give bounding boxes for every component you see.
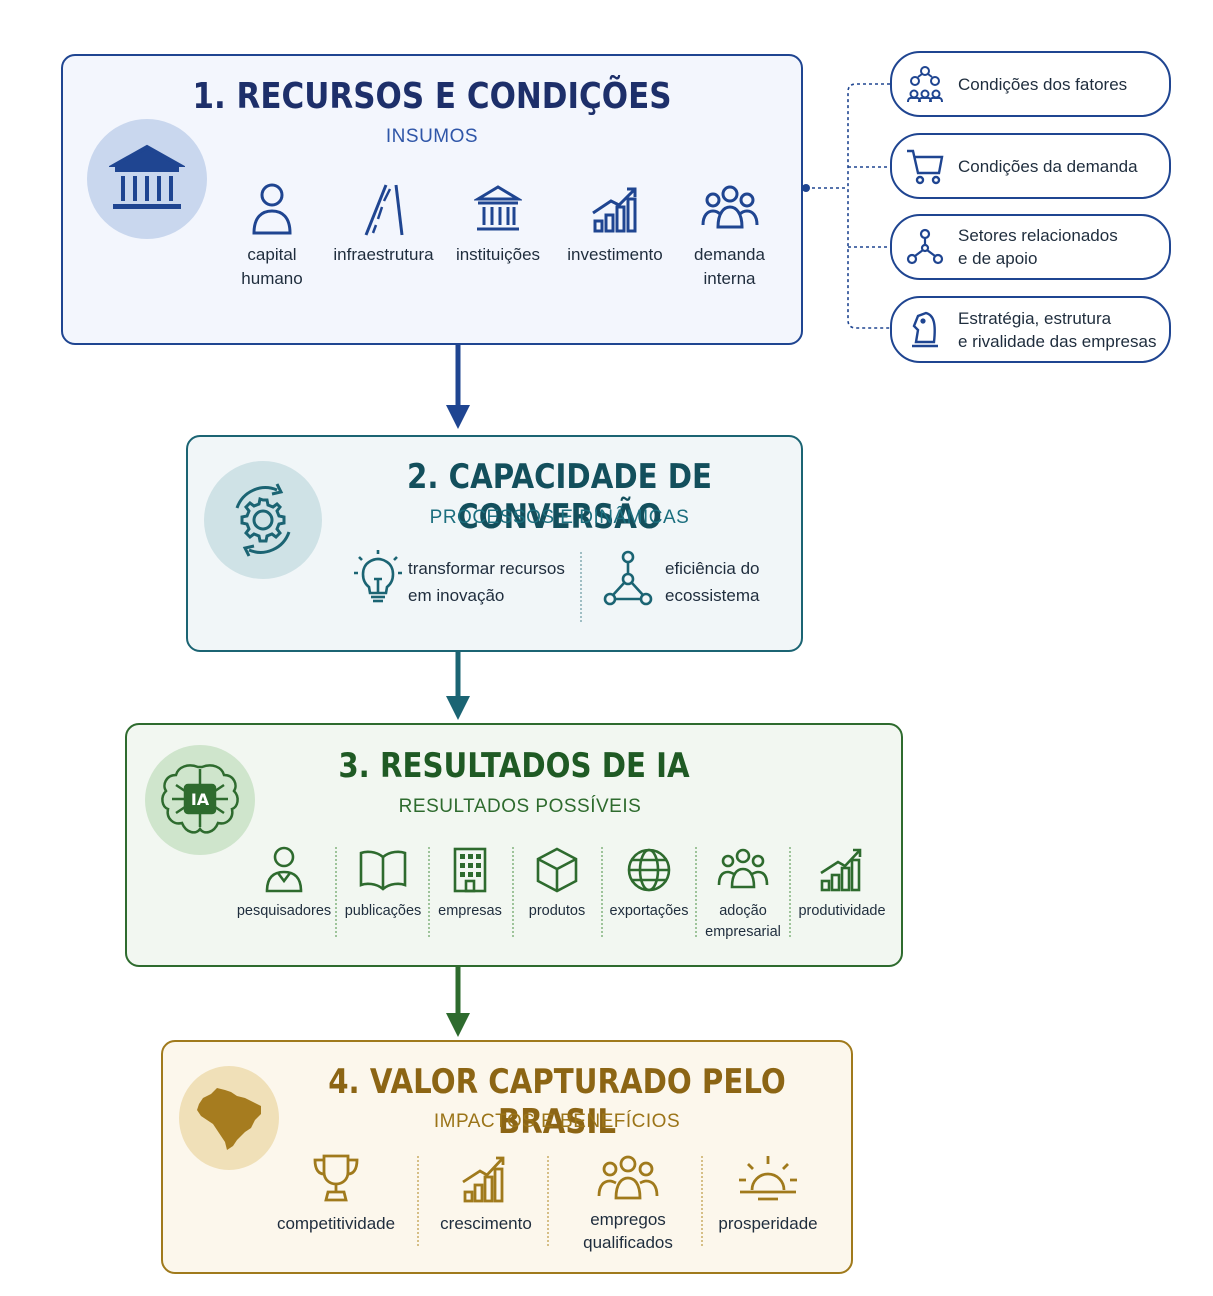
growth-chart-icon bbox=[791, 845, 893, 895]
item-investimento: investimento bbox=[560, 181, 670, 267]
people-network-icon bbox=[892, 65, 958, 103]
item-label: prosperidade bbox=[718, 1214, 818, 1233]
separator bbox=[580, 552, 582, 622]
item-pesquisadores: pesquisadores bbox=[235, 845, 333, 922]
trophy-icon bbox=[271, 1152, 401, 1206]
value-box: 4. VALOR CAPTURADO PELO BRASIL IMPACTOS … bbox=[161, 1040, 853, 1274]
condition-setores: Setores relacionados e de apoio bbox=[890, 214, 1171, 280]
item-label: exportações bbox=[609, 903, 689, 919]
item-infraestrutura: infraestrutura bbox=[326, 181, 441, 267]
item-label: empregos qualificados bbox=[583, 1210, 673, 1252]
separator bbox=[547, 1156, 549, 1246]
item-label: empresas bbox=[438, 903, 502, 919]
sunrise-icon bbox=[711, 1152, 825, 1206]
separator bbox=[428, 847, 430, 937]
item-label: adoção empresarial bbox=[705, 903, 781, 940]
condition-label: Setores relacionados e de apoio bbox=[958, 226, 1118, 268]
condition-label: Condições da demanda bbox=[958, 156, 1138, 176]
condition-fatores: Condições dos fatores bbox=[890, 51, 1171, 117]
item-empregos: empregos qualificados bbox=[568, 1152, 688, 1254]
institution-icon bbox=[443, 181, 553, 237]
growth-chart-icon bbox=[431, 1152, 541, 1206]
item-prosperidade: prosperidade bbox=[711, 1152, 825, 1236]
conversion-title: 2. CAPACIDADE DE CONVERSÃO bbox=[406, 457, 713, 537]
person-icon bbox=[235, 845, 333, 895]
item-label: publicações bbox=[344, 903, 422, 919]
arrow-2-to-3 bbox=[446, 652, 470, 720]
item-capital-humano: capital humano bbox=[222, 181, 322, 291]
chess-knight-icon bbox=[892, 310, 958, 350]
gear-cycle-icon bbox=[204, 461, 322, 579]
item-label: produtos bbox=[528, 903, 586, 919]
item-label: competitividade bbox=[276, 1214, 396, 1233]
person-icon bbox=[222, 181, 322, 237]
item-exportacoes: exportações bbox=[603, 845, 695, 922]
ai-brain-icon: IA bbox=[145, 745, 255, 855]
separator bbox=[695, 847, 697, 937]
condition-label: Condições dos fatores bbox=[958, 74, 1128, 94]
people-group-icon bbox=[697, 845, 789, 895]
arrow-3-to-4 bbox=[446, 967, 470, 1037]
conversion-box: 2. CAPACIDADE DE CONVERSÃO PROCESSOS E D… bbox=[186, 435, 803, 652]
conditions-connector bbox=[802, 83, 890, 329]
network-nodes-icon bbox=[603, 549, 665, 609]
value-title: 4. VALOR CAPTURADO PELO BRASIL bbox=[328, 1062, 786, 1142]
separator bbox=[601, 847, 603, 937]
results-title: 3. RESULTADOS DE IA bbox=[338, 746, 690, 786]
item-instituicoes: instituições bbox=[443, 181, 553, 267]
book-icon bbox=[339, 845, 427, 895]
network-nodes-icon bbox=[892, 228, 958, 266]
item-label: eficiência do ecossistema bbox=[665, 559, 760, 605]
separator bbox=[512, 847, 514, 937]
item-produtividade: produtividade bbox=[791, 845, 893, 922]
separator bbox=[335, 847, 337, 937]
item-label: infraestrutura bbox=[333, 245, 434, 264]
globe-icon bbox=[603, 845, 695, 895]
road-icon bbox=[326, 181, 441, 237]
results-subtitle: RESULTADOS POSSÍVEIS bbox=[398, 796, 642, 817]
item-crescimento: crescimento bbox=[431, 1152, 541, 1236]
separator bbox=[701, 1156, 703, 1246]
people-group-icon bbox=[677, 181, 782, 237]
conversion-subtitle: PROCESSOS E DINÂMICAS bbox=[429, 507, 690, 528]
condition-demanda: Condições da demanda bbox=[890, 133, 1171, 199]
brazil-map-icon bbox=[179, 1066, 279, 1170]
item-publicacoes: publicações bbox=[339, 845, 427, 922]
people-group-icon bbox=[568, 1152, 688, 1206]
condition-label: Estratégia, estrutura e rivalidade das e… bbox=[958, 308, 1157, 351]
value-subtitle: IMPACTOS E BENEFÍCIOS bbox=[433, 1111, 681, 1132]
box-icon bbox=[515, 845, 599, 895]
item-label: transformar recursos em inovação bbox=[408, 559, 565, 605]
building-icon bbox=[430, 845, 510, 895]
item-produtos: produtos bbox=[515, 845, 599, 922]
item-demanda-interna: demanda interna bbox=[677, 181, 782, 291]
ai-label: IA bbox=[191, 790, 210, 809]
item-label: instituições bbox=[455, 245, 541, 264]
resources-subtitle: INSUMOS bbox=[385, 126, 479, 147]
bank-icon bbox=[87, 119, 207, 239]
item-label: pesquisadores bbox=[236, 903, 332, 919]
resources-title: 1. RECURSOS E CONDIÇÕES bbox=[192, 76, 672, 117]
item-label: investimento bbox=[567, 245, 663, 264]
results-box: 3. RESULTADOS DE IA RESULTADOS POSSÍVEIS… bbox=[125, 723, 903, 967]
arrow-1-to-2 bbox=[446, 345, 470, 429]
separator bbox=[417, 1156, 419, 1246]
item-empresas: empresas bbox=[430, 845, 510, 922]
item-label: capital humano bbox=[241, 245, 303, 288]
item-adocao: adoção empresarial bbox=[697, 845, 789, 943]
growth-chart-icon bbox=[560, 181, 670, 237]
lightbulb-icon bbox=[353, 549, 408, 609]
item-label: crescimento bbox=[440, 1214, 532, 1233]
item-label: produtividade bbox=[798, 903, 886, 919]
item-transformar: transformar recursos em inovação bbox=[353, 549, 583, 609]
cart-icon bbox=[892, 147, 958, 185]
item-label: demanda interna bbox=[694, 245, 765, 288]
resources-box: 1. RECURSOS E CONDIÇÕES INSUMOS capital … bbox=[61, 54, 803, 345]
item-competitividade: competitividade bbox=[271, 1152, 401, 1236]
condition-estrategia: Estratégia, estrutura e rivalidade das e… bbox=[890, 296, 1171, 363]
separator bbox=[789, 847, 791, 937]
item-eficiencia: eficiência do ecossistema bbox=[603, 549, 793, 609]
